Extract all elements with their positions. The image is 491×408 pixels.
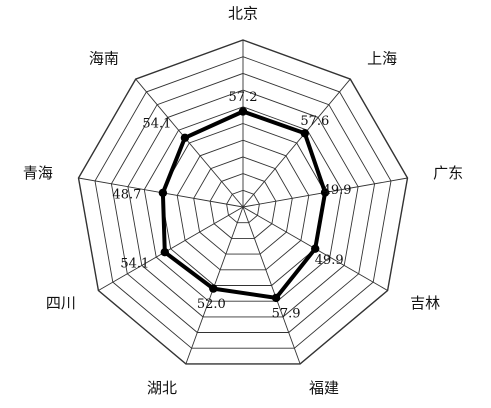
axis-label: 北京 [228, 5, 258, 23]
axis-label: 海南 [89, 50, 119, 68]
grid-spoke [242, 206, 301, 365]
series-point [238, 107, 248, 116]
grid-spoke [98, 206, 244, 291]
grid-ring [143, 106, 343, 302]
series-point [300, 129, 309, 138]
axis-label: 青海 [23, 164, 53, 182]
grid-ring [226, 189, 260, 224]
data-label: 54.1 [120, 257, 149, 272]
axis-label: 吉林 [410, 294, 440, 312]
series-point [158, 188, 168, 198]
axis-label: 湖北 [147, 379, 177, 397]
grid-ring [77, 39, 409, 365]
data-label: 57.6 [300, 114, 329, 129]
data-label: 54.1 [142, 116, 171, 131]
data-label: 52.0 [197, 297, 226, 312]
radar-labels: 57.2 57.6 49.9 49.9 57.9 52.0 54.1 48.7 54.1 北京上海… [23, 5, 463, 397]
grid-ring [209, 173, 277, 239]
data-label: 49.9 [323, 183, 352, 198]
axis-label: 四川 [46, 294, 76, 312]
grid-spoke [242, 78, 351, 208]
grid-ring [127, 89, 359, 318]
grid-ring [110, 72, 376, 333]
data-label: 48.7 [112, 187, 141, 202]
series-point [180, 133, 190, 142]
radar-series [158, 107, 330, 303]
series-point [320, 188, 330, 197]
axis-label: 上海 [367, 50, 397, 68]
series-line [160, 109, 328, 300]
grid-spoke [135, 78, 244, 208]
series-point [271, 293, 281, 303]
series-point [311, 244, 320, 253]
grid-ring [176, 139, 310, 271]
data-label: 57.2 [229, 90, 258, 105]
grid-ring [193, 156, 293, 255]
data-label: 49.9 [315, 253, 344, 268]
data-label: 57.9 [272, 306, 301, 321]
series-point [209, 284, 218, 293]
axis-label: 广东 [433, 164, 463, 182]
axis-label: 福建 [309, 379, 339, 397]
grid-ring [94, 56, 392, 349]
series-point [160, 248, 169, 257]
